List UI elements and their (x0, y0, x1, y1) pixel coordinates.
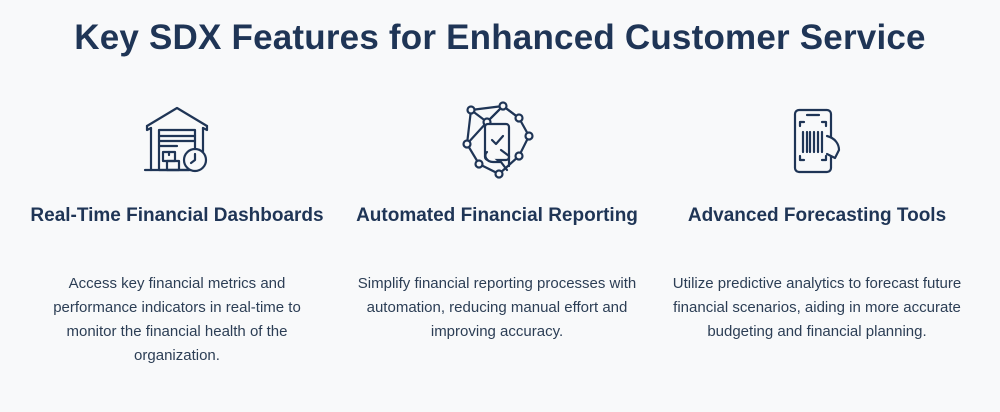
feature-card-dashboards: Real-Time Financial Dashboards Access ke… (27, 100, 327, 364)
phone-network-icon (347, 100, 647, 180)
feature-title: Automated Financial Reporting (356, 205, 638, 226)
feature-description: Simplify financial reporting processes w… (357, 275, 637, 340)
feature-title: Advanced Forecasting Tools (687, 205, 947, 226)
feature-card-forecasting: Advanced Forecasting Tools Utilize predi… (667, 100, 967, 340)
feature-title: Real-Time Financial Dashboards (30, 205, 324, 226)
feature-card-reporting: Automated Financial Reporting Simplify f… (347, 100, 647, 340)
warehouse-clock-icon (27, 100, 327, 180)
phone-barcode-scan-icon (667, 100, 967, 180)
page-title: Key SDX Features for Enhanced Customer S… (74, 18, 926, 57)
feature-description: Access key financial metrics and perform… (53, 275, 301, 364)
feature-description: Utilize predictive analytics to forecast… (672, 275, 962, 340)
